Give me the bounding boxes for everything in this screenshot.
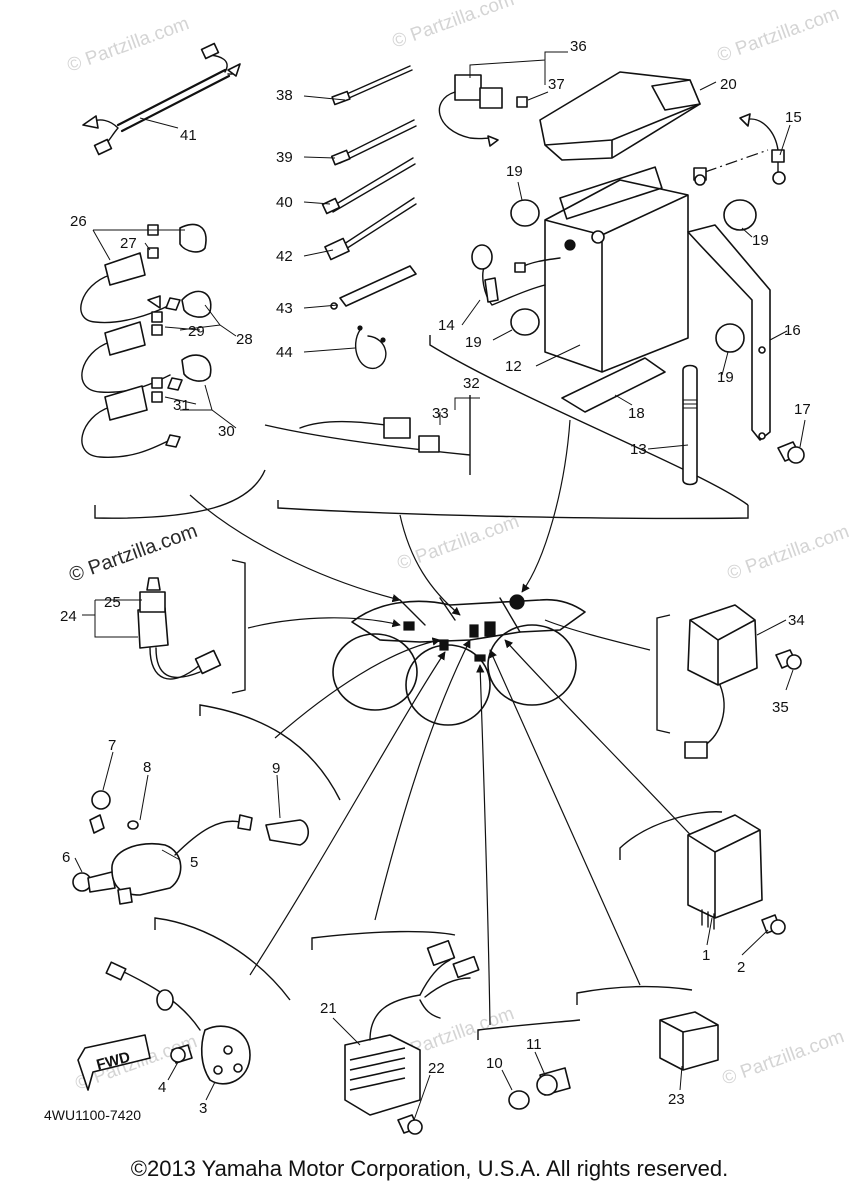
callout-23: 23 [668, 1091, 685, 1108]
callout-numbers: 1 2 3 4 5 6 7 8 9 10 11 12 13 14 15 16 1… [44, 38, 811, 1123]
part-34-relay [684, 604, 802, 759]
copyright-footer: ©2013 Yamaha Motor Corporation, U.S.A. A… [130, 1156, 729, 1181]
callout-30: 30 [218, 423, 235, 440]
callout-9: 9 [272, 760, 280, 777]
callout-39: 39 [276, 149, 293, 166]
part-41-harness [82, 42, 241, 156]
parts-3-4-pickup-coil [105, 961, 251, 1085]
callout-35: 35 [772, 699, 789, 716]
parts-19-grommets [510, 199, 757, 353]
electrical-parts-diagram: © Partzilla.com © Partzilla.com © Partzi… [44, 0, 852, 1135]
parts-bands-clamps [321, 65, 417, 369]
diagram-code: 4WU1100-7420 [44, 1107, 141, 1123]
callout-11: 11 [526, 1036, 542, 1053]
callout-41: 41 [180, 127, 197, 144]
callout-12: 12 [505, 358, 522, 375]
watermarks: © Partzilla.com © Partzilla.com © Partzi… [65, 0, 852, 1095]
callout-14: 14 [438, 317, 455, 334]
watermark: © Partzilla.com [725, 521, 852, 585]
connection-arrows [189, 419, 701, 1026]
callout-43: 43 [276, 300, 293, 317]
callout-25: 25 [104, 594, 121, 611]
callout-34: 34 [788, 612, 805, 629]
callout-33: 33 [432, 405, 449, 422]
leader-lines [74, 51, 806, 1121]
part-32-33-connector [299, 417, 440, 453]
callout-22: 22 [428, 1060, 445, 1077]
frame-outline [332, 594, 586, 726]
callout-40: 40 [276, 194, 293, 211]
part-1-cdi-unit [687, 814, 786, 935]
part-15-lead [693, 113, 786, 185]
callout-26: 26 [70, 213, 87, 230]
callout-6: 6 [62, 849, 70, 866]
parts-relay-cover [438, 71, 701, 161]
callout-2: 2 [737, 959, 745, 976]
watermark: © Partzilla.com [715, 3, 842, 67]
callout-18: 18 [628, 405, 645, 422]
watermark: © Partzilla.com [395, 511, 522, 575]
part-21-rectifier [344, 939, 480, 1135]
callout-36: 36 [570, 38, 587, 55]
part-23-cover [659, 1011, 719, 1071]
callout-1: 1 [702, 947, 710, 964]
part-12-battery [471, 166, 771, 441]
callout-28: 28 [236, 331, 253, 348]
callout-38: 38 [276, 87, 293, 104]
parts-26-31-sensors [80, 223, 212, 458]
callout-17: 17 [794, 401, 811, 418]
part-24-main-switch [137, 577, 222, 680]
callout-8: 8 [143, 759, 151, 776]
callout-13: 13 [630, 441, 647, 458]
callout-19-c: 19 [465, 334, 482, 351]
callout-16: 16 [784, 322, 801, 339]
callout-20: 20 [720, 76, 737, 93]
callout-15: 15 [785, 109, 802, 126]
part-17-bolt [777, 441, 805, 464]
part-13-pipe [682, 364, 698, 486]
callout-5: 5 [190, 854, 198, 871]
callout-37: 37 [548, 76, 565, 93]
callout-4: 4 [158, 1079, 166, 1096]
callout-42: 42 [276, 248, 293, 265]
callout-21: 21 [320, 1000, 337, 1017]
watermark: © Partzilla.com [65, 13, 192, 77]
callout-29: 29 [188, 323, 205, 340]
parts-5-9-ignition-coil [72, 790, 310, 905]
watermark-dark: © Partzilla.com [66, 520, 200, 587]
callout-24: 24 [60, 608, 77, 625]
watermark: © Partzilla.com [390, 0, 517, 53]
callout-19-a: 19 [506, 163, 523, 180]
parts-10-11-switch [508, 1067, 571, 1110]
callout-3: 3 [199, 1100, 207, 1117]
callout-27: 27 [120, 235, 137, 252]
watermark: © Partzilla.com [720, 1026, 847, 1090]
callout-19-d: 19 [717, 369, 734, 386]
callout-31: 31 [173, 397, 190, 414]
group-brackets [94, 335, 749, 1040]
callout-19-b: 19 [752, 232, 769, 249]
callout-10: 10 [486, 1055, 503, 1072]
callout-7: 7 [108, 737, 116, 754]
callout-32: 32 [463, 375, 480, 392]
callout-44: 44 [276, 344, 293, 361]
